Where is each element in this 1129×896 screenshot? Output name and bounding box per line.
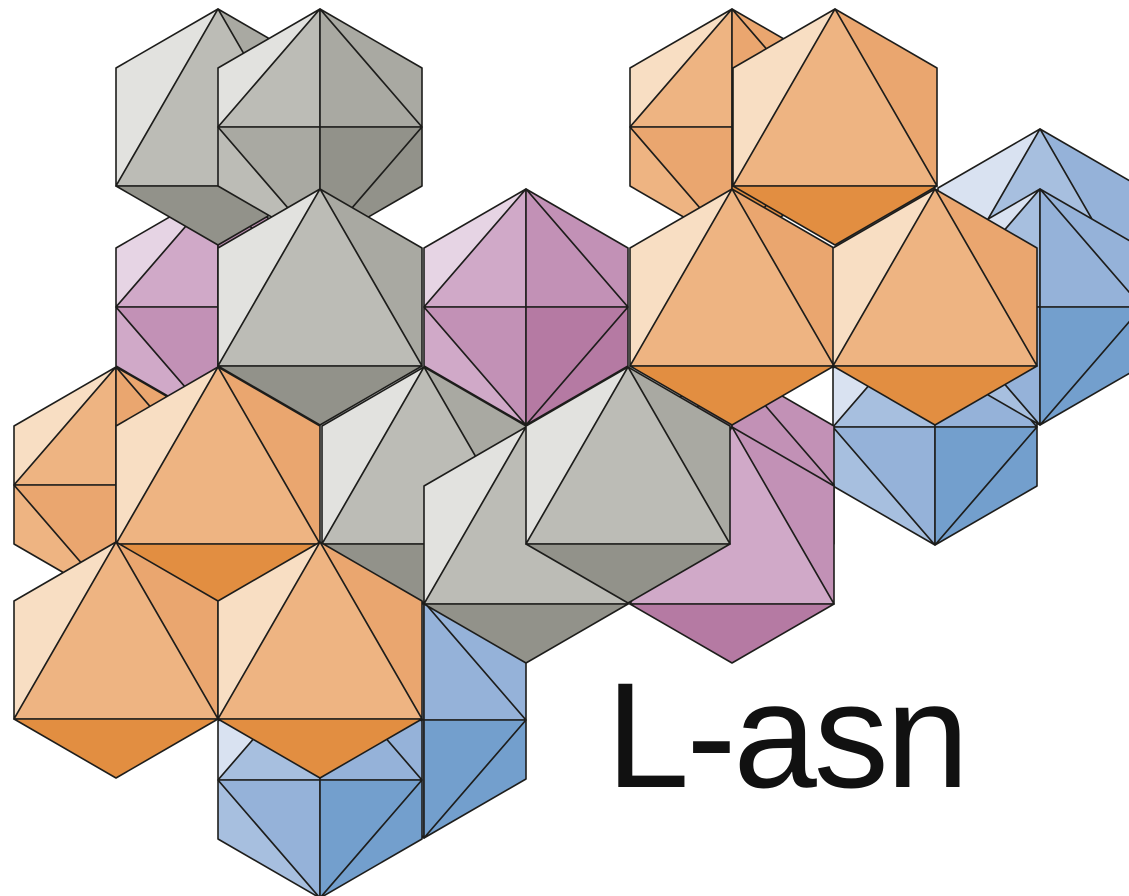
orange-tile-group: [13, 8, 1038, 779]
gray-tile-group: [115, 8, 731, 664]
blue-tile-2-face-8: [934, 426, 1038, 546]
blue-tile-4-face-8: [423, 719, 527, 839]
blue-tile-3-face-4: [1039, 188, 1129, 294]
pink-tile-group: [115, 188, 835, 664]
blue-tile-5-face-8: [320, 779, 423, 896]
orange-tile-8-face-4: [217, 718, 423, 779]
blue-tile-3-face-8: [1039, 320, 1129, 426]
orange-tile-4-face-4: [832, 365, 1038, 426]
gray-tile-2-face-4: [319, 8, 423, 128]
pink-tile-2-face-4: [525, 188, 629, 308]
orange-tile-3-face-4: [629, 365, 835, 426]
gray-tile-5-face-4: [423, 603, 629, 664]
gray-tile-6-face-4: [525, 543, 731, 604]
pink-tile-4-face-4: [629, 603, 835, 664]
pink-tile-2-face-8: [525, 306, 629, 426]
orange-tile-7-face-4: [13, 718, 219, 779]
gray-tile-3-face-4: [217, 365, 423, 426]
orange-tile-2-face-4: [732, 185, 938, 246]
diagram-label: L-asn: [606, 651, 969, 819]
